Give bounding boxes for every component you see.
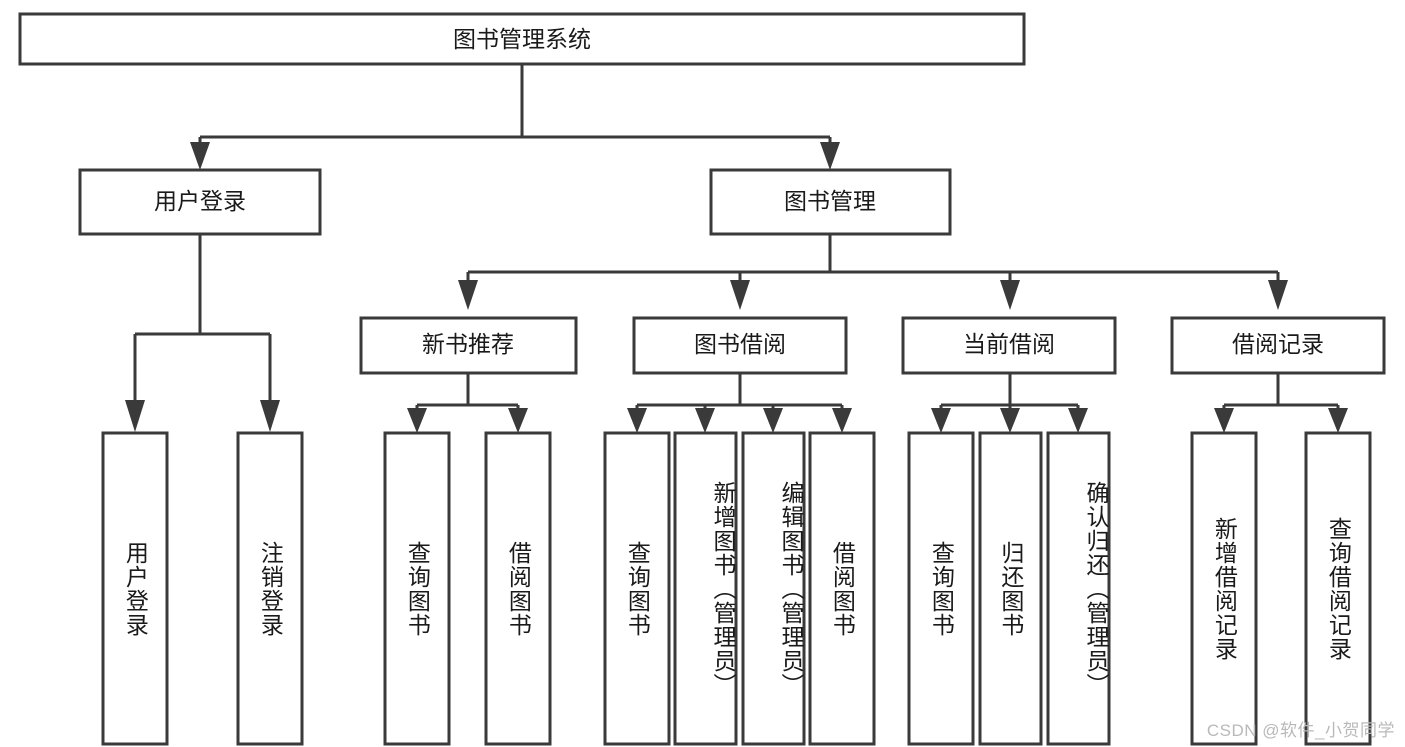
connector-group-root [190,64,840,170]
node-current-borrow-label: 当前借阅 [963,331,1055,357]
node-user-login-box[interactable] [78,168,322,236]
node-book-manage-box[interactable] [709,168,952,236]
node-leaf-borrow-book-a-box[interactable] [484,431,552,746]
arrow-head-leaf-borrow-book-b [832,408,852,433]
arrow-head-leaf-user-login [125,400,145,432]
node-root-label: 图书管理系统 [453,26,591,52]
node-new-book-rec-label: 新书推荐 [422,331,514,357]
arrow-head-to-current-borrow [1000,280,1020,310]
arrow-head-leaf-query-borrow-record [1328,408,1348,433]
node-new-book-rec-box[interactable] [359,316,578,375]
node-leaf-query-borrow-record-box[interactable] [1304,431,1372,746]
node-borrow-record-box[interactable] [1170,316,1386,375]
node-leaf-borrow-book-b-box[interactable] [808,431,876,746]
node-leaf-add-book-admin-box[interactable] [673,431,738,746]
arrow-head-leaf-confirm-return [1068,408,1088,433]
node-leaf-query-book-c-box[interactable] [907,431,975,746]
node-leaf-user-login-box[interactable] [101,431,169,746]
csdn-watermark: CSDN @软件_小贺同学 [1206,721,1395,740]
node-root-box[interactable] [18,12,1026,66]
arrow-head-leaf-return-book [1000,408,1020,433]
node-current-borrow-box[interactable] [901,316,1117,375]
connector-group-new-book-rec [407,373,528,433]
node-book-borrow-label: 图书借阅 [694,331,786,357]
node-user-login-label: 用户登录 [154,188,246,214]
arrow-head-to-book-manage [820,142,840,170]
arrow-head-to-borrow-record [1268,280,1288,310]
node-leaf-logout-box[interactable] [236,431,304,746]
node-book-manage-label: 图书管理 [784,188,876,214]
arrow-head-to-book-borrow [730,280,750,310]
arrow-head-leaf-query-book-c [931,408,951,433]
arrow-head-leaf-query-book-b [627,408,647,433]
node-leaf-confirm-return-box[interactable] [1046,431,1111,746]
connector-group-current-borrow [931,373,1088,433]
node-leaf-return-book-box[interactable] [978,431,1043,746]
arrow-head-leaf-edit-book [763,408,783,433]
arrow-head-to-new-book-rec [458,280,478,310]
connector-group-borrow-record [1214,373,1348,433]
connector-group-book-manage [458,234,1288,310]
node-borrow-record-label: 借阅记录 [1232,331,1324,357]
arrow-head-leaf-borrow-book-a [508,408,528,433]
node-leaf-query-book-a-box[interactable] [383,431,451,746]
connector-group-book-borrow [627,373,852,433]
node-leaf-edit-book-admin-box[interactable] [741,431,806,746]
node-leaf-query-book-b-box[interactable] [603,431,671,746]
arrow-head-leaf-add-book [695,408,715,433]
arrow-head-leaf-query-book-a [407,408,427,433]
arrow-head-leaf-logout [260,400,280,432]
arrow-head-leaf-add-borrow-record [1214,408,1234,433]
connector-group-user-login [125,234,280,432]
node-leaf-add-borrow-record-box[interactable] [1190,431,1258,746]
arrow-head-to-user-login [190,142,210,170]
node-book-borrow-box[interactable] [632,316,848,375]
